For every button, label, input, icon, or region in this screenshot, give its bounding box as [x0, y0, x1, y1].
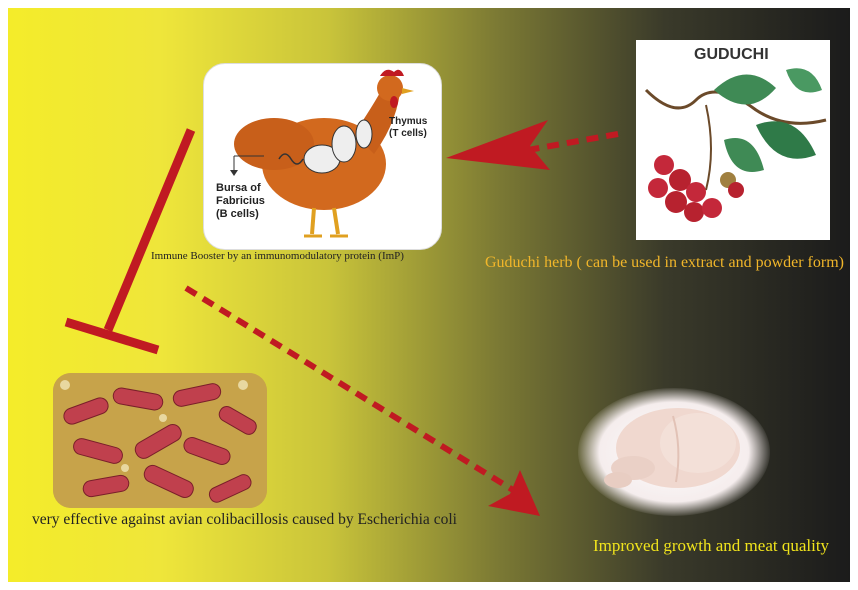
herb-to-chicken-arrowhead	[446, 120, 550, 170]
bursa-label: Bursa of Fabricius (B cells)	[216, 182, 265, 221]
infographic-background: Thymus (T cells) Bursa of Fabricius (B c…	[8, 8, 850, 582]
herb-to-chicken-arrow-shaft	[528, 134, 618, 150]
chicken-caption: Immune Booster by an immunomodulatory pr…	[151, 250, 404, 262]
chicken-meat-panel	[578, 388, 770, 516]
ecoli-micrograph	[53, 373, 267, 508]
bacteria-caption: very effective against avian colibacillo…	[32, 511, 457, 529]
guduchi-plant-illustration	[636, 40, 830, 240]
thymus-label: Thymus (T cells)	[389, 116, 427, 140]
raw-chicken-illustration	[578, 388, 770, 516]
ecoli-bacteria-panel	[53, 373, 267, 508]
chicken-illustration	[204, 64, 441, 249]
chicken-immune-panel: Thymus (T cells) Bursa of Fabricius (B c…	[203, 63, 442, 250]
inhibition-line	[108, 130, 191, 330]
meat-caption: Improved growth and meat quality	[593, 536, 829, 556]
herb-caption: Guduchi herb ( can be used in extract an…	[485, 254, 844, 272]
guduchi-herb-panel: GUDUCHI	[636, 40, 830, 240]
